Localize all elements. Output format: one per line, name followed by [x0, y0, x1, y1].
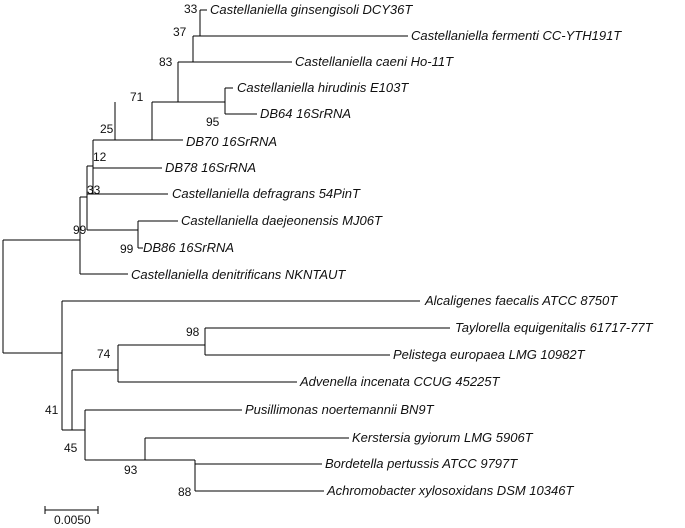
bootstrap-value: 95	[206, 115, 220, 129]
bootstrap-value: 99	[73, 223, 87, 237]
leaf-label: Castellaniella hirudinis E103T	[237, 80, 409, 95]
leaf-label: Pusillimonas noertemannii BN9T	[245, 402, 435, 417]
leaf-label: Kerstersia gyiorum LMG 5906T	[352, 430, 534, 445]
scale-bar-label: 0.0050	[54, 513, 91, 527]
leaf-label: DB64 16SrRNA	[260, 106, 351, 121]
bootstrap-value: 99	[120, 242, 134, 256]
leaf-label: Taylorella equigenitalis 61717-77T	[455, 320, 654, 335]
bootstrap-value: 25	[100, 122, 114, 136]
bootstrap-value: 41	[45, 403, 59, 417]
leaf-label: Bordetella pertussis ATCC 9797T	[325, 456, 518, 471]
bootstrap-value: 88	[178, 485, 192, 499]
leaf-label: DB86 16SrRNA	[143, 240, 234, 255]
leaf-label: DB78 16SrRNA	[165, 160, 256, 175]
bootstrap-value: 74	[97, 347, 111, 361]
leaf-label: Castellaniella caeni Ho-11T	[295, 54, 454, 69]
leaf-label: Pelistega europaea LMG 10982T	[393, 347, 586, 362]
leaf-labels: Castellaniella ginsengisoli DCY36T Caste…	[131, 2, 654, 498]
scale-bar: 0.0050	[44, 506, 99, 527]
tree-branches	[2, 9, 450, 492]
bootstrap-value: 71	[130, 90, 144, 104]
leaf-label: Castellaniella defragrans 54PinT	[172, 186, 361, 201]
leaf-label: Advenella incenata CCUG 45225T	[299, 374, 501, 389]
bootstrap-value: 33	[87, 183, 101, 197]
leaf-label: DB70 16SrRNA	[186, 134, 277, 149]
bootstrap-value: 37	[173, 25, 187, 39]
leaf-label: Alcaligenes faecalis ATCC 8750T	[424, 293, 618, 308]
leaf-label: Castellaniella denitrificans NKNTAUT	[131, 267, 346, 282]
leaf-label: Castellaniella ginsengisoli DCY36T	[210, 2, 413, 17]
bootstrap-value: 98	[186, 325, 200, 339]
leaf-label: Castellaniella daejeonensis MJ06T	[181, 213, 383, 228]
bootstrap-value: 93	[124, 463, 138, 477]
leaf-label: Achromobacter xylosoxidans DSM 10346T	[326, 483, 574, 498]
bootstrap-values: 33 37 83 71 95 25 12 33 99 99 98 74 41 4…	[45, 2, 220, 499]
bootstrap-value: 33	[184, 2, 198, 16]
bootstrap-value: 45	[64, 441, 78, 455]
bootstrap-value: 12	[93, 150, 107, 164]
bootstrap-value: 83	[159, 55, 173, 69]
leaf-label: Castellaniella fermenti CC-YTH191T	[411, 28, 622, 43]
